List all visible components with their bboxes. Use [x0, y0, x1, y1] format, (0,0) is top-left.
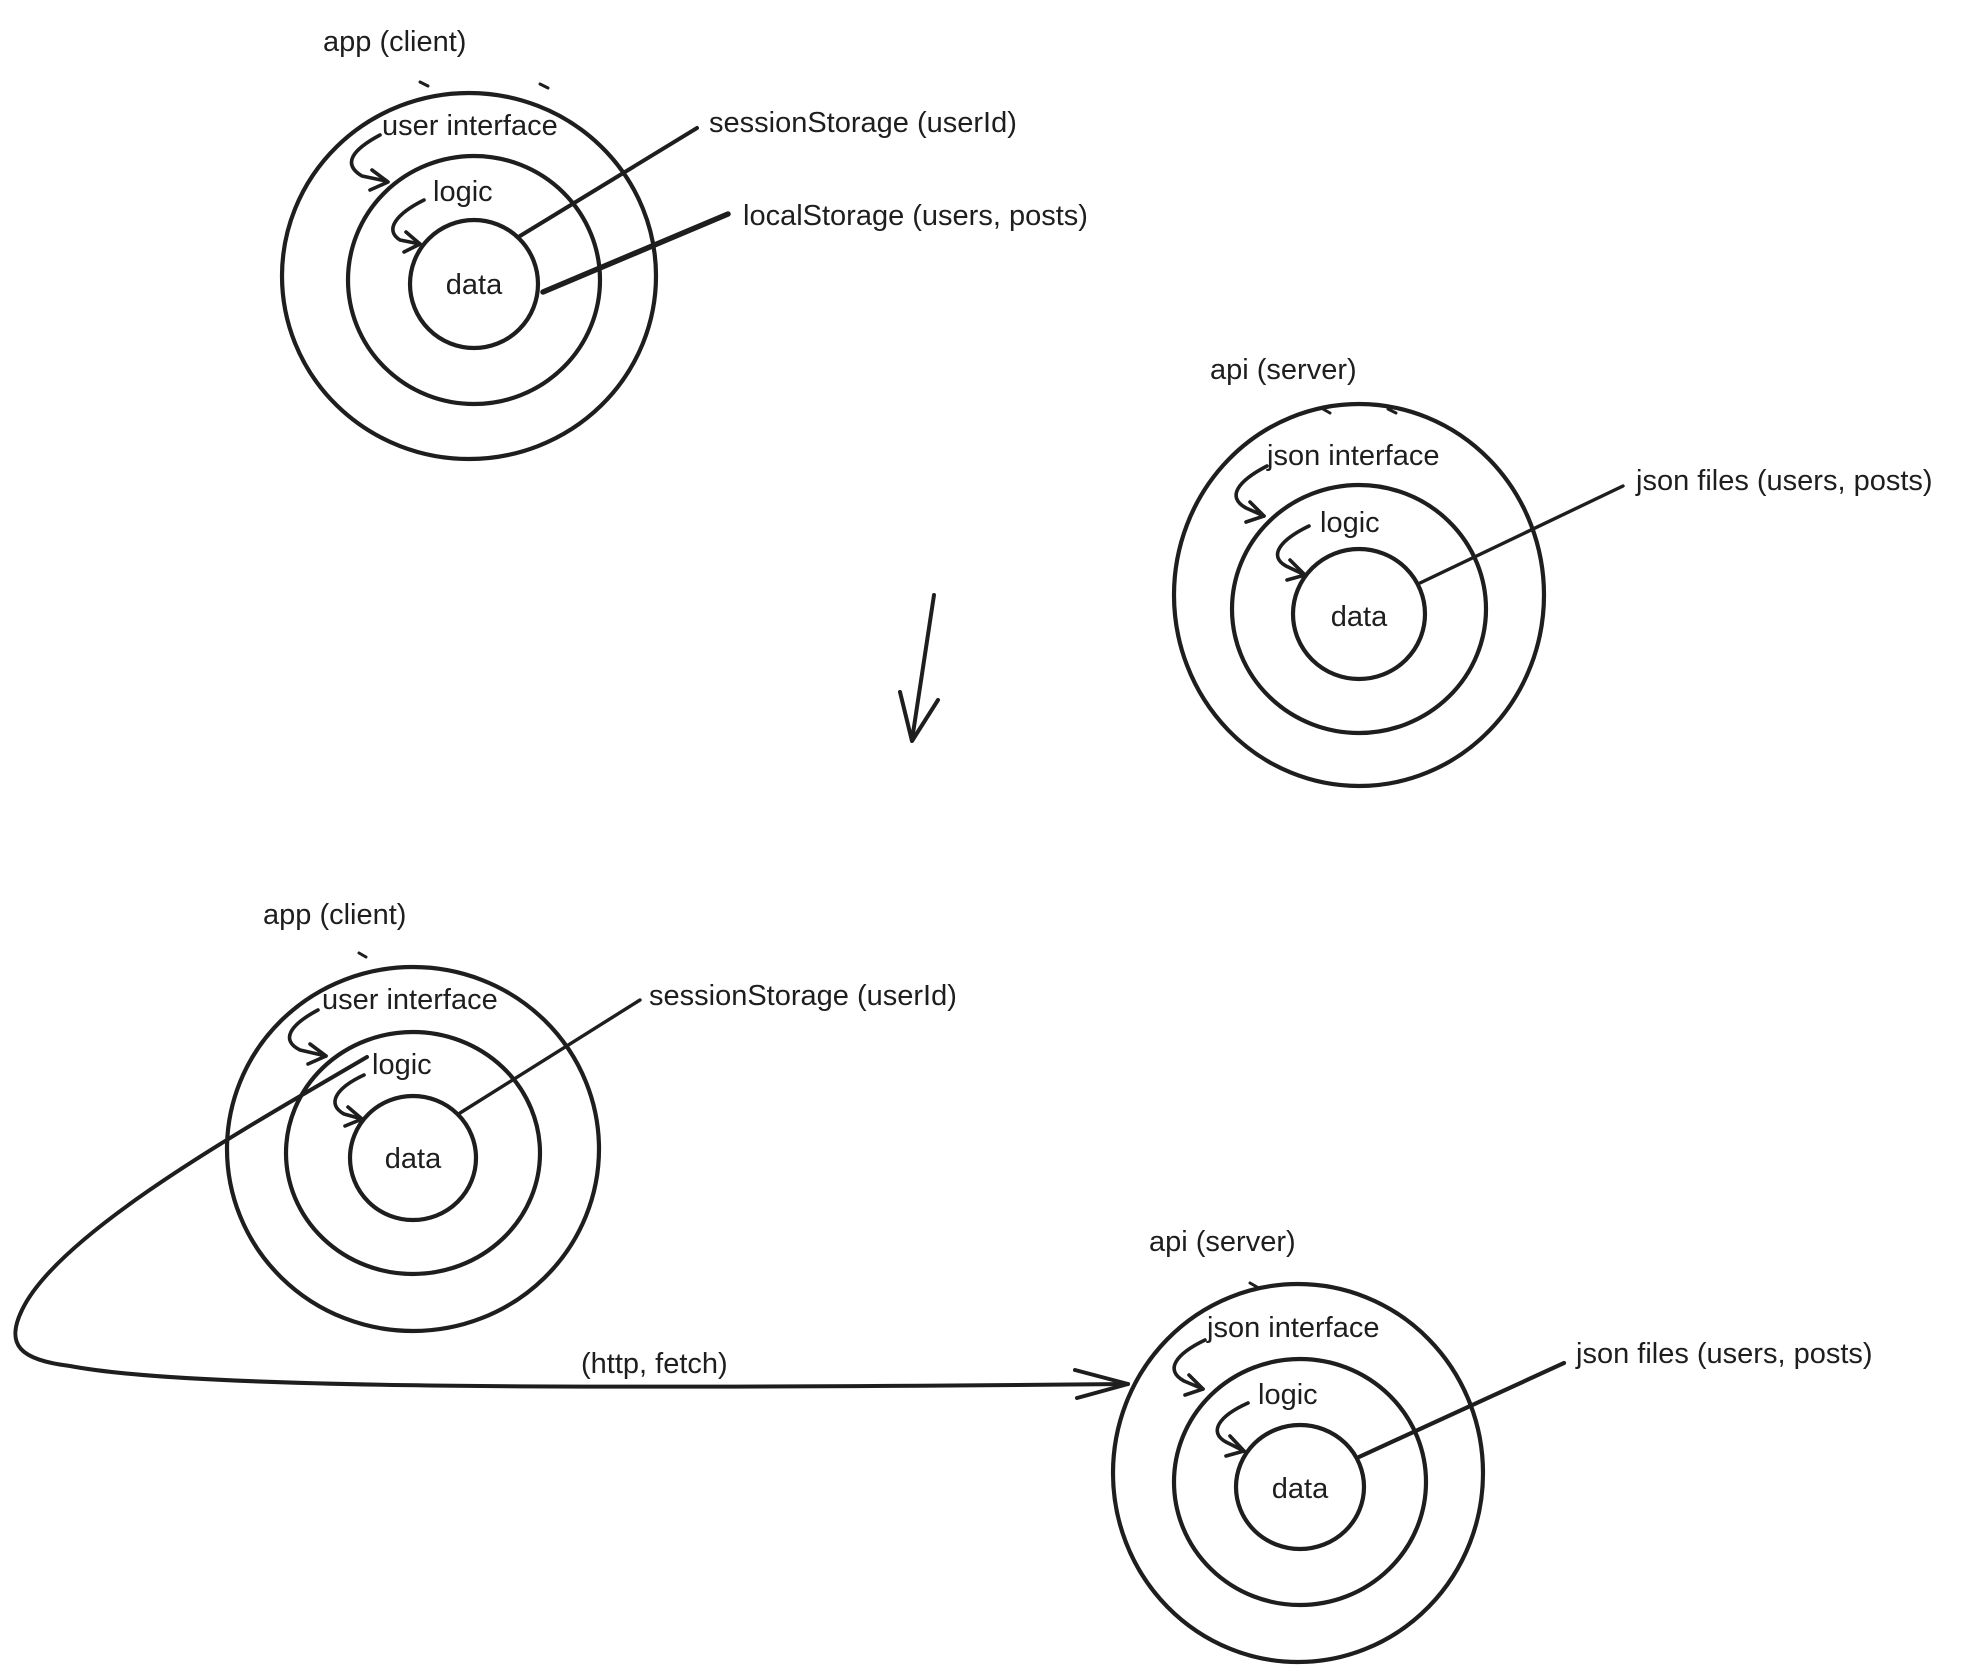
client-ui-arrow	[349, 133, 388, 183]
server-json-interface-arrowhead	[1244, 500, 1266, 524]
client-localstorage-line	[540, 211, 731, 295]
client-middle-ring-after	[283, 1029, 543, 1277]
server-data-label: data	[1331, 601, 1388, 633]
server-core-ring	[1290, 546, 1428, 682]
client-data-label: data	[446, 269, 503, 301]
http-fetch-connection: (http, fetch)	[13, 1055, 1130, 1400]
client-outer-ring-overlap	[418, 80, 550, 90]
client-ui-arrow-after	[287, 1008, 328, 1058]
server-json-interface-arrow-after	[1172, 1338, 1207, 1391]
server-logic-label-after: logic	[1258, 1379, 1318, 1411]
server-jsonfiles-label: json files (users, posts)	[1635, 465, 1933, 497]
server-diagram-after: api (server) json interface logic data j…	[1110, 1226, 1873, 1665]
client-logic-arrowhead	[402, 230, 422, 254]
server-core-ring-after	[1233, 1422, 1367, 1552]
client-logic-arrow	[391, 198, 426, 246]
server-title-after: api (server)	[1149, 1226, 1296, 1258]
server-logic-arrowhead-after	[1224, 1434, 1246, 1458]
client-core-ring	[407, 217, 541, 351]
client-middle-ring	[345, 153, 603, 407]
http-fetch-arrowhead	[1073, 1368, 1130, 1400]
transition-arrow-shaft	[910, 593, 936, 742]
server-logic-label: logic	[1320, 507, 1380, 539]
client-logic-arrow-after	[333, 1073, 366, 1121]
server-jsonfiles-label-after: json files (users, posts)	[1575, 1338, 1873, 1370]
client-diagram-after: app (client) user interface logic data s…	[224, 899, 957, 1334]
client-sessionstorage-line-after	[458, 998, 642, 1115]
server-middle-ring	[1229, 482, 1489, 736]
client-ui-label-after: user interface	[322, 984, 498, 1016]
client-ui-label: user interface	[382, 110, 558, 142]
server-jsonfiles-line-after	[1356, 1360, 1567, 1460]
server-logic-arrow-after	[1215, 1401, 1250, 1453]
client-diagram-before: app (client) user interface logic data s…	[279, 26, 1088, 462]
client-logic-label-after: logic	[372, 1049, 432, 1081]
client-ui-arrowhead	[368, 168, 390, 192]
server-logic-arrowhead	[1285, 558, 1307, 582]
server-outer-ring-after	[1110, 1281, 1486, 1665]
http-fetch-curve	[13, 1055, 1130, 1389]
server-outer-ring-overlap-after	[1248, 1281, 1259, 1289]
client-outer-ring-overlap-after	[357, 951, 368, 959]
server-json-interface-label: json interface	[1266, 440, 1440, 472]
client-sessionstorage-label: sessionStorage (userId)	[709, 107, 1017, 139]
server-outer-ring	[1171, 401, 1547, 789]
client-outer-ring	[279, 90, 659, 462]
client-title-after: app (client)	[263, 899, 406, 931]
client-data-label-after: data	[385, 1143, 442, 1175]
client-outer-ring-after	[224, 964, 602, 1334]
client-logic-arrowhead-after	[343, 1105, 364, 1128]
server-json-interface-label-after: json interface	[1206, 1312, 1380, 1344]
server-outer-ring-overlap	[1321, 407, 1398, 415]
server-jsonfiles-line	[1418, 484, 1625, 585]
client-logic-label: logic	[433, 176, 493, 208]
client-core-ring-after	[347, 1093, 479, 1223]
server-middle-ring-after	[1171, 1356, 1429, 1608]
transition-arrow	[898, 593, 940, 743]
client-sessionstorage-line	[518, 126, 699, 238]
client-sessionstorage-label-after: sessionStorage (userId)	[649, 980, 957, 1012]
server-json-interface-arrow	[1234, 464, 1269, 518]
client-title: app (client)	[323, 26, 466, 58]
transition-arrowhead	[898, 690, 940, 743]
server-json-interface-arrowhead-after	[1183, 1373, 1205, 1397]
http-fetch-label: (http, fetch)	[581, 1348, 728, 1380]
server-diagram-before: api (server) json interface logic data j…	[1171, 354, 1933, 789]
client-ui-arrowhead-after	[306, 1042, 328, 1066]
client-localstorage-label: localStorage (users, posts)	[743, 200, 1088, 232]
server-title: api (server)	[1210, 354, 1357, 386]
server-data-label-after: data	[1272, 1473, 1329, 1505]
server-logic-arrow	[1275, 524, 1311, 577]
